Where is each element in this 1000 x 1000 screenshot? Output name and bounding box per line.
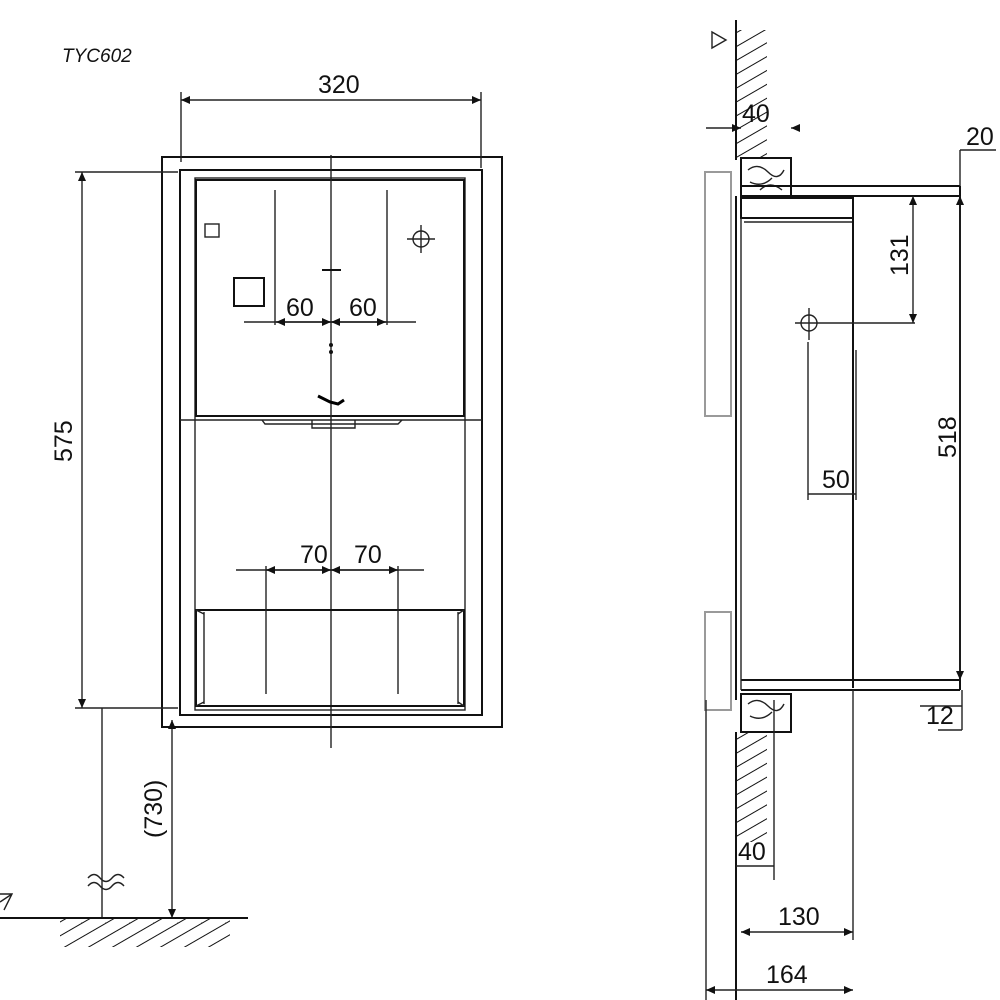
dim-right-top: 60 xyxy=(349,294,377,322)
dim-wall-bottom: 40 xyxy=(738,838,766,866)
side-view: 40 20 131 518 50 12 40 130 164 xyxy=(704,20,996,1000)
towel-dispenser-panel xyxy=(195,179,465,417)
dim-bottom-gap: 12 xyxy=(926,702,954,730)
waste-bin xyxy=(195,609,465,707)
dim-total-depth: 164 xyxy=(766,961,808,989)
dim-body-depth: 130 xyxy=(778,903,820,931)
dim-wall-top: 40 xyxy=(742,100,770,128)
dim-flange: 20 xyxy=(966,123,994,151)
indicator-icon xyxy=(204,223,220,238)
dim-left-top: 60 xyxy=(286,294,314,322)
dim-width: 320 xyxy=(318,71,360,99)
front-view: 320 575 (730) 60 60 70 70 xyxy=(0,71,503,947)
dim-floor-height: (730) xyxy=(140,780,168,838)
lock-icon xyxy=(233,277,265,307)
dim-sensor-drop: 131 xyxy=(886,234,914,276)
dim-right-bottom: 70 xyxy=(354,541,382,569)
dim-left-bottom: 70 xyxy=(300,541,328,569)
dim-height: 575 xyxy=(50,420,78,462)
dim-body-height: 518 xyxy=(934,416,962,458)
model-label: TYC602 xyxy=(62,46,132,67)
dim-sensor-offset: 50 xyxy=(822,466,850,494)
